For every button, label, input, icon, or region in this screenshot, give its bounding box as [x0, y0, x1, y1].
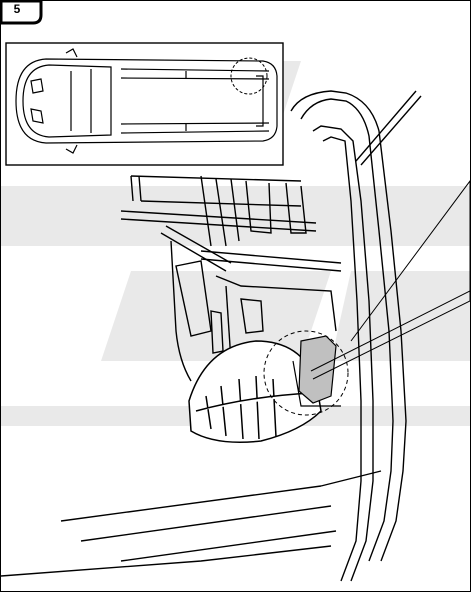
step-badge-label: 5 [13, 2, 21, 16]
step-badge [1, 1, 43, 25]
vehicle-top-view-icon [15, 48, 278, 154]
callout-circle-icon [263, 180, 470, 416]
inset-top-view [5, 42, 284, 166]
wheel-arch-icon [188, 340, 322, 443]
